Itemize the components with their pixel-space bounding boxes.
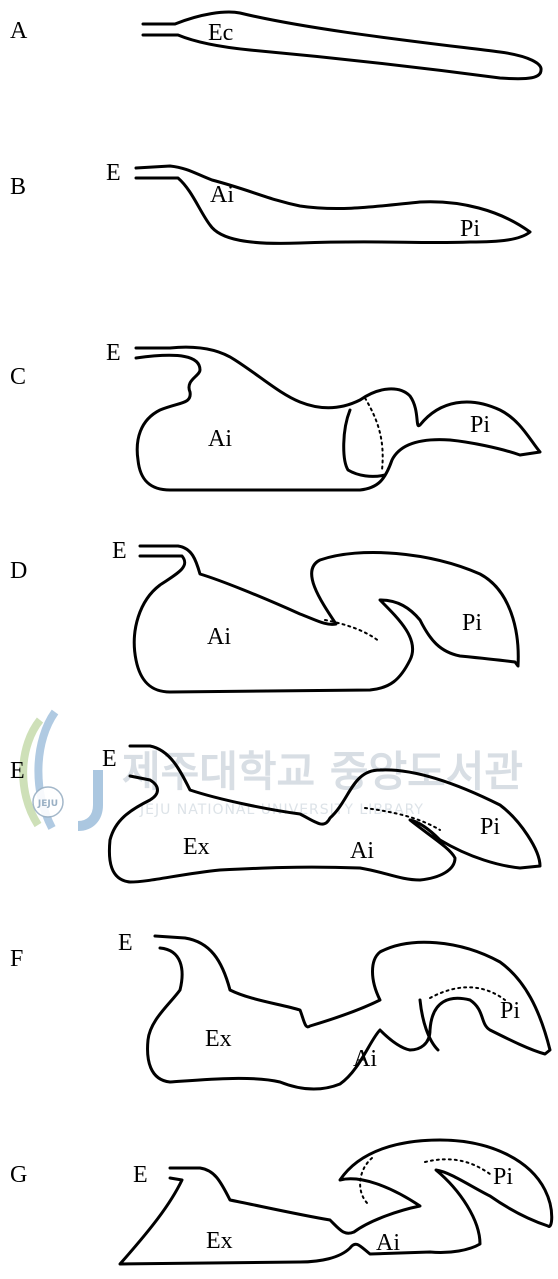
panel-letter-b: B [10, 174, 26, 200]
label-ex-e: Ex [183, 834, 210, 860]
panel-f-outline [148, 936, 550, 1089]
label-ai-f: Ai [353, 1046, 377, 1072]
label-e-d: E [112, 538, 127, 564]
label-e-g: E [133, 1162, 148, 1188]
panel-c: C E Ai Pi [10, 340, 540, 490]
panel-f: F E Ex Ai Pi [10, 930, 550, 1089]
panel-a-outline [143, 12, 541, 79]
library-logo-icon: JEJU [23, 712, 98, 828]
label-ex-g: Ex [206, 1228, 233, 1254]
panel-c-dotted-line [365, 398, 383, 470]
label-ai-g: Ai [376, 1230, 400, 1256]
label-e-c: E [106, 340, 121, 366]
label-e-f: E [118, 930, 133, 956]
panel-letter-c: C [10, 364, 26, 390]
label-ai-c: Ai [208, 426, 232, 452]
label-e-e: E [102, 746, 117, 772]
panel-g-dotted-line-inner [425, 1159, 490, 1174]
label-pi-d: Pi [462, 610, 482, 636]
label-pi-f: Pi [500, 998, 520, 1024]
label-pi-c: Pi [470, 412, 490, 438]
panel-d: D E Ai Pi [10, 538, 518, 692]
panel-letter-a: A [10, 18, 28, 44]
panel-letter-e: E [10, 758, 25, 784]
label-pi-g: Pi [493, 1164, 513, 1190]
panel-c-loop [344, 410, 385, 476]
panel-a: A Ec [10, 12, 541, 79]
panel-g: G E Ex Ai Pi [10, 1140, 552, 1264]
panel-d-outline [134, 546, 518, 692]
panel-letter-d: D [10, 558, 27, 584]
panel-g-outline [120, 1140, 552, 1264]
panel-letter-f: F [10, 946, 23, 972]
panel-letter-g: G [10, 1162, 27, 1188]
label-ai-d: Ai [207, 624, 231, 650]
panel-b: B E Ai Pi [10, 160, 530, 243]
label-e-b: E [106, 160, 121, 186]
label-pi-e: Pi [480, 814, 500, 840]
watermark-badge: JEJU [37, 799, 58, 809]
label-ai-e: Ai [350, 838, 374, 864]
label-pi-b: Pi [460, 216, 480, 242]
label-ai-b: Ai [210, 182, 234, 208]
label-ex-f: Ex [205, 1026, 232, 1052]
label-ec: Ec [208, 20, 233, 46]
